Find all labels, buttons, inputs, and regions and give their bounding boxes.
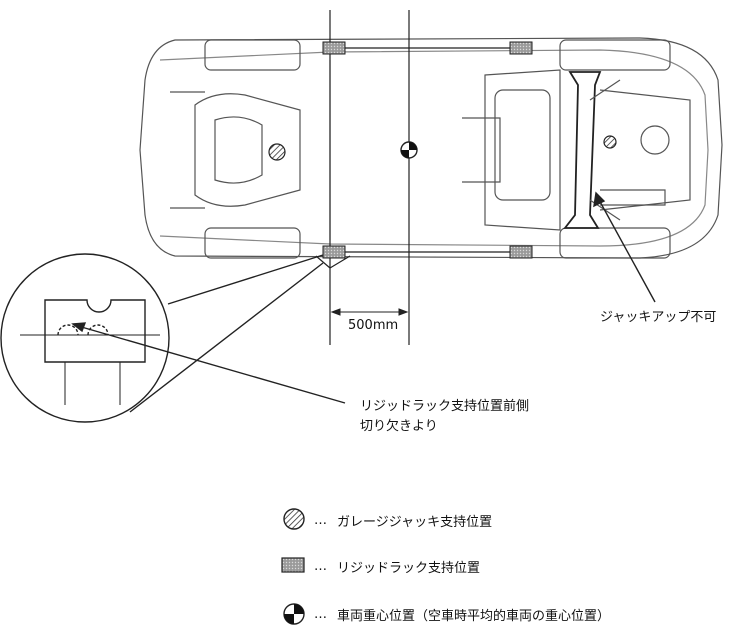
garage-jack-front bbox=[603, 135, 617, 149]
hatched-circle-icon bbox=[283, 508, 305, 530]
detail-callout bbox=[0, 253, 324, 423]
rigid-rack-points bbox=[322, 41, 533, 259]
no-jack-arrow bbox=[593, 191, 656, 303]
dimension-label: 500mm bbox=[348, 318, 399, 333]
center-of-gravity-icon bbox=[283, 603, 305, 625]
reference-lines bbox=[315, 10, 520, 345]
no-jack-label: ジャッキアップ不可 bbox=[600, 310, 717, 325]
callout-label-line1: リジッドラック支持位置前側 bbox=[360, 399, 530, 414]
car-underbody-outline bbox=[139, 37, 723, 259]
rigid-rack-front-left bbox=[509, 41, 533, 55]
legend-text: 車両重心位置（空車時平均的車両の重心位置） bbox=[337, 608, 611, 624]
callout-arrow bbox=[71, 322, 346, 404]
legend-text: リジッドラック支持位置 bbox=[337, 560, 481, 576]
legend-row-garage-jack: … ガレージジャッキ支持位置 bbox=[314, 508, 492, 532]
legend-row-center-of-gravity: … 車両重心位置（空車時平均的車両の重心位置） bbox=[314, 602, 610, 626]
center-of-gravity-marker bbox=[400, 141, 418, 159]
rigid-rack-front-right bbox=[509, 245, 533, 259]
legend-text: ガレージジャッキ支持位置 bbox=[337, 514, 493, 530]
dotted-square-icon bbox=[281, 557, 305, 573]
legend-dots: … bbox=[314, 558, 327, 574]
legend-row-rigid-rack: … リジッドラック支持位置 bbox=[314, 554, 480, 578]
legend-dots: … bbox=[314, 606, 327, 622]
garage-jack-rear bbox=[268, 143, 286, 161]
dimension-500mm bbox=[330, 308, 409, 316]
rigid-rack-rear-left bbox=[322, 41, 346, 55]
callout-label-line2: 切り欠きより bbox=[360, 419, 438, 434]
legend-dots: … bbox=[314, 512, 327, 528]
rigid-rack-rear-right bbox=[322, 245, 346, 259]
